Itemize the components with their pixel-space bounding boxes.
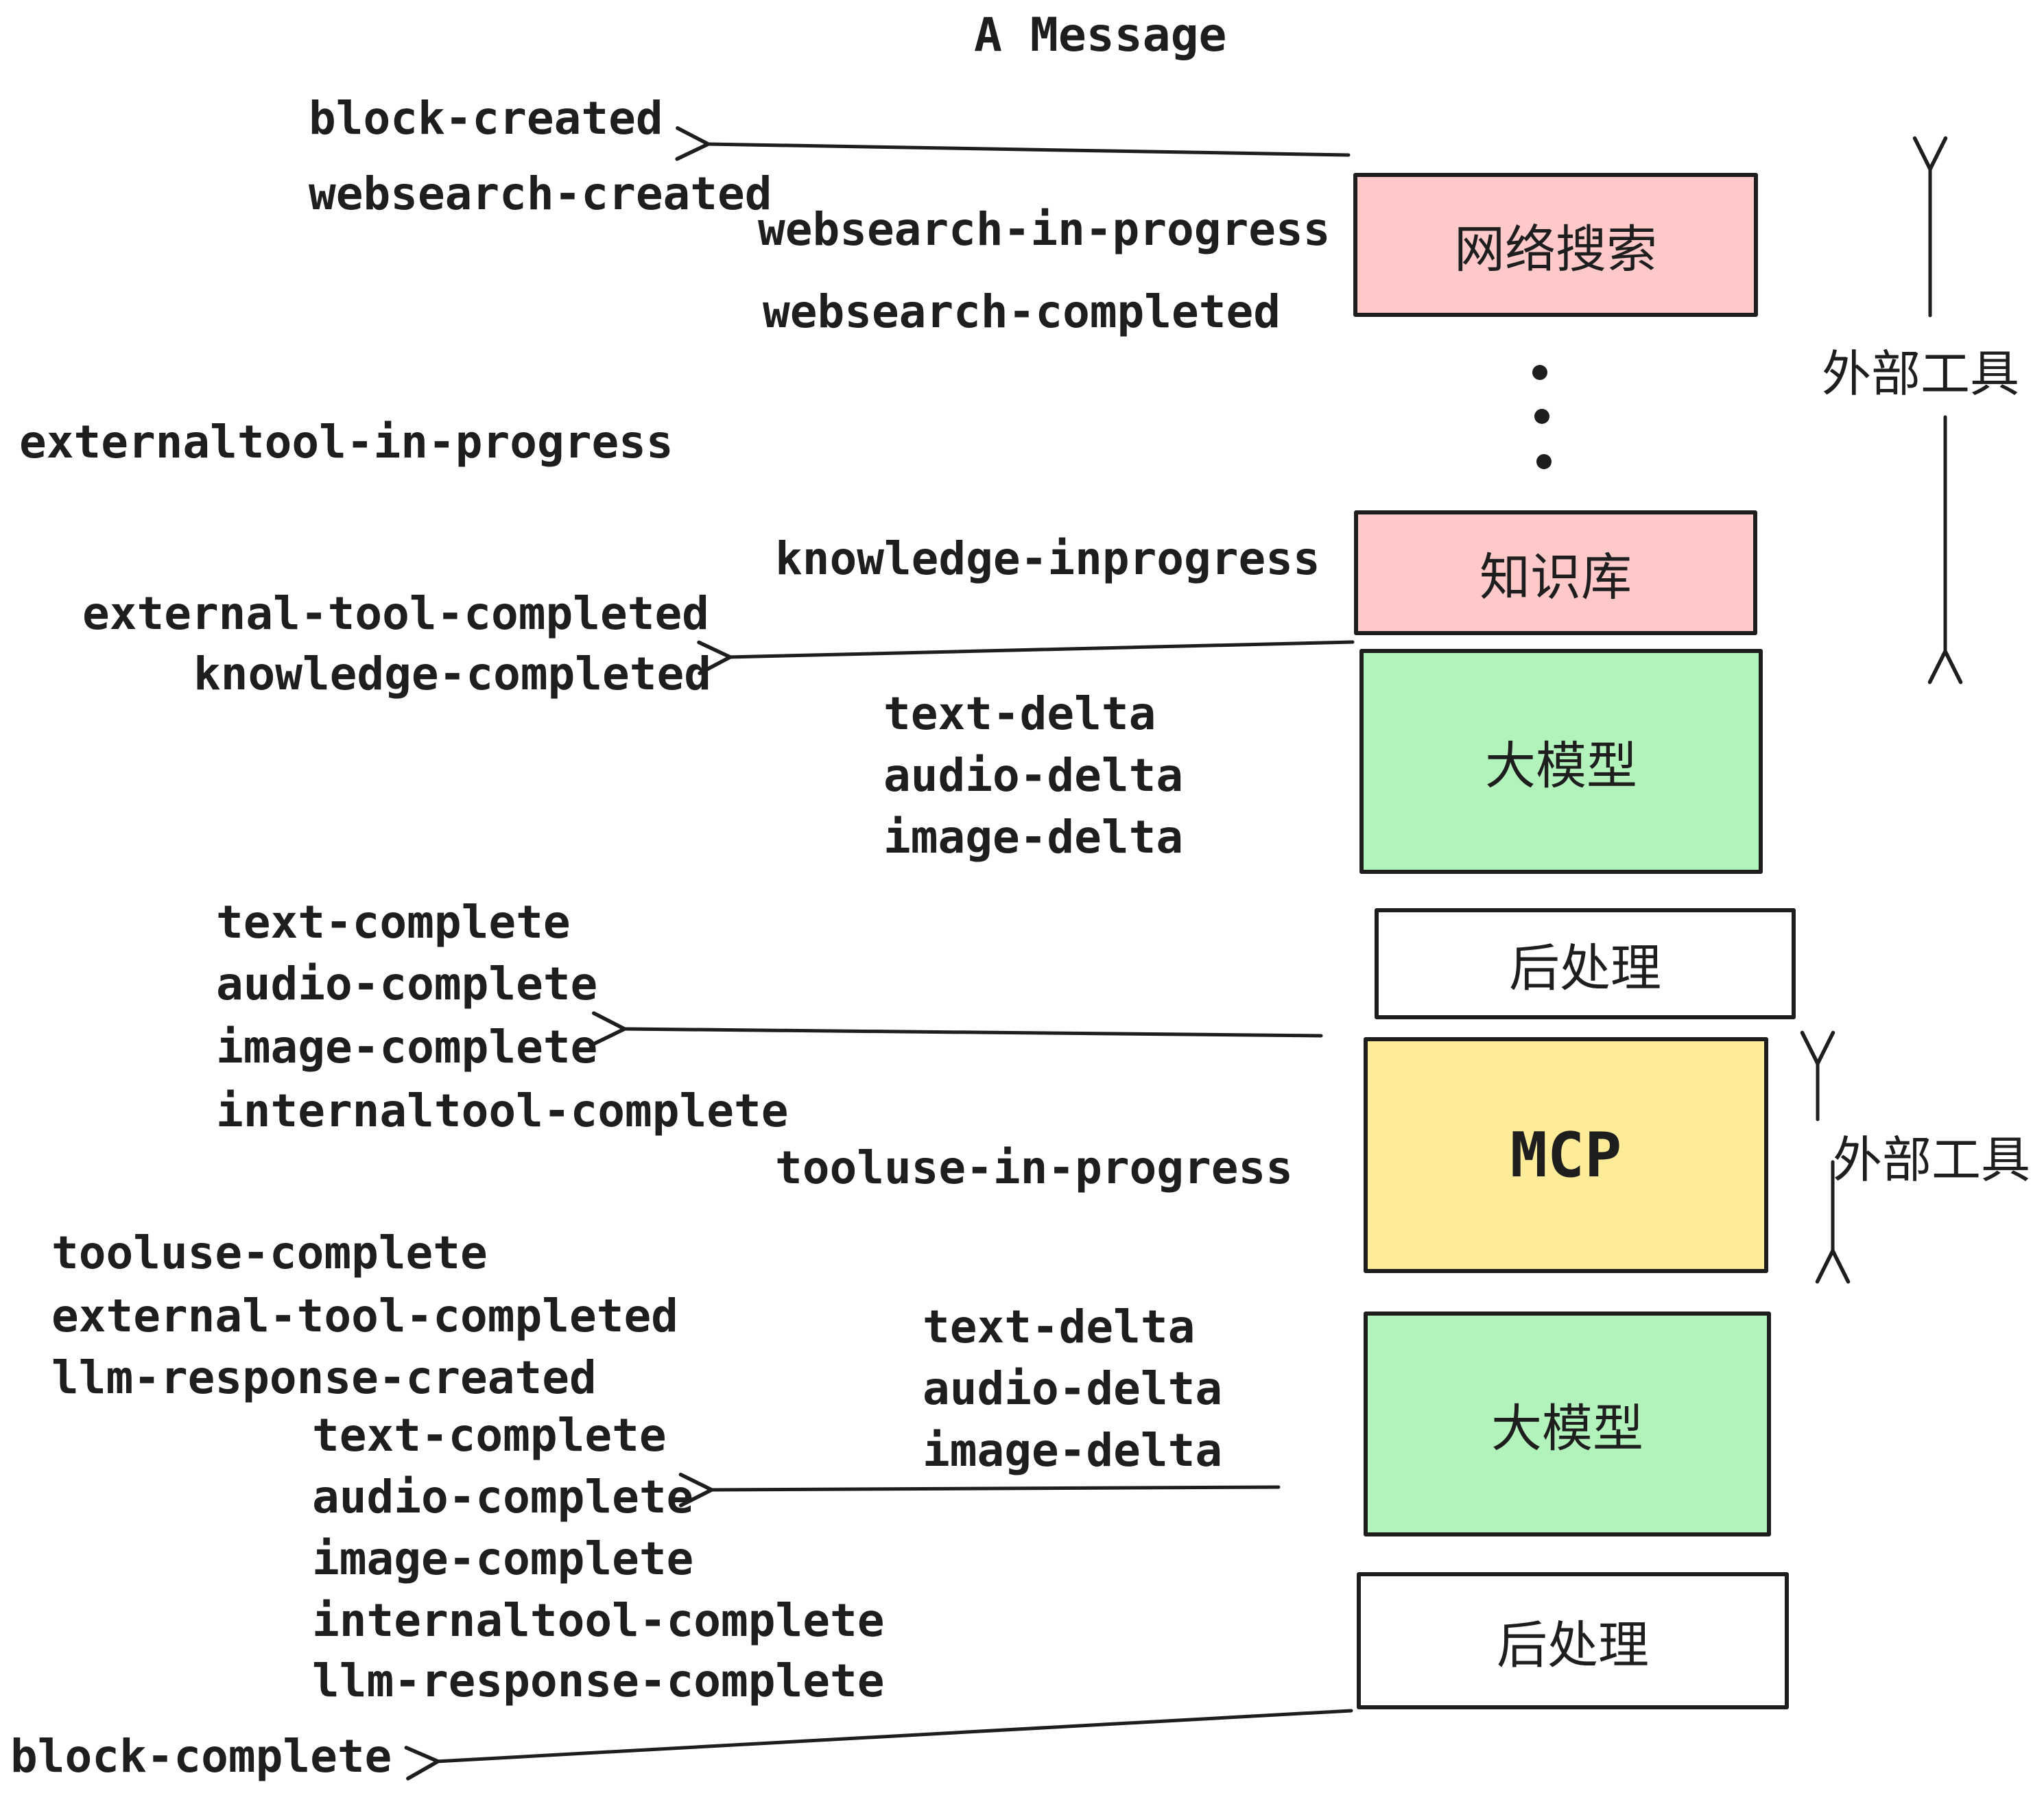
event-label-internaltool-complete-2: internaltool-complete [312,1594,885,1647]
event-label-knowledge-inprogress: knowledge-inprogress [775,532,1320,585]
event-label-llm-response-complete: llm-response-complete [312,1654,885,1707]
event-label-image-complete-1: image-complete [216,1021,598,1073]
event-label-tooluse-in-progress: tooluse-in-progress [775,1141,1293,1194]
dot-1 [1532,365,1547,380]
event-label-external-tool-completed-1: external-tool-completed [82,587,709,640]
arrow-knowledge-to-knowledge-completed [697,640,1355,676]
event-label-externaltool-in-progress: externaltool-in-progress [19,416,674,468]
event-label-audio-delta-1: audio-delta [883,749,1184,802]
node-label-mcp: MCP [1510,1119,1622,1191]
event-label-internaltool-complete-1: internaltool-complete [216,1084,789,1137]
event-label-llm-response-created: llm-response-created [51,1351,597,1404]
diagram-title: A Message [974,8,1227,62]
event-label-knowledge-completed: knowledge-completed [193,648,711,700]
node-websearch: 网络搜索 [1353,173,1758,317]
event-label-image-delta-2: image-delta [923,1424,1223,1477]
node-post-2: 后处理 [1357,1572,1789,1709]
event-label-text-delta-2: text-delta [923,1301,1196,1353]
arrow-llm2-to-audio-complete [678,1472,1281,1508]
node-llm-2: 大模型 [1364,1312,1771,1536]
node-label-knowledge: 知识库 [1479,547,1632,607]
node-label-llm-2: 大模型 [1491,1399,1643,1458]
event-label-audio-delta-2: audio-delta [923,1362,1223,1415]
arrow-websearch-to-block-created [675,126,1351,161]
node-knowledge: 知识库 [1354,510,1757,635]
event-label-block-created: block-created [309,92,663,145]
node-label-post-1: 后处理 [1509,938,1661,998]
node-label-llm-1: 大模型 [1485,736,1637,796]
dot-2 [1534,409,1549,424]
arrow-post1-to-image-complete [591,1011,1323,1046]
event-label-tooluse-complete: tooluse-complete [51,1226,488,1279]
event-label-image-delta-1: image-delta [883,811,1184,864]
dot-3 [1536,454,1552,469]
event-label-text-delta-1: text-delta [883,687,1156,740]
side-label-external-tools-mcp: 外部工具 [1833,1131,2031,1189]
arrow-post2-to-block-complete [404,1709,1353,1781]
event-label-block-complete: block-complete [10,1730,392,1783]
node-label-websearch: 网络搜索 [1454,219,1657,279]
event-label-websearch-completed: websearch-completed [763,285,1281,338]
node-mcp: MCP [1364,1037,1768,1273]
event-label-text-complete-2: text-complete [312,1409,667,1462]
event-label-audio-complete-1: audio-complete [216,958,598,1010]
node-label-post-2: 后处理 [1497,1615,1649,1675]
node-llm-1: 大模型 [1359,649,1763,874]
event-label-image-complete-2: image-complete [312,1532,694,1585]
event-label-websearch-created: websearch-created [309,167,772,220]
event-label-websearch-in-progress: websearch-in-progress [758,203,1331,256]
event-label-external-tool-completed-2: external-tool-completed [51,1290,678,1342]
event-label-audio-complete-2: audio-complete [312,1471,694,1523]
side-label-external-tools-top: 外部工具 [1822,345,2020,403]
event-label-text-complete-1: text-complete [216,896,571,949]
node-post-1: 后处理 [1375,908,1796,1019]
